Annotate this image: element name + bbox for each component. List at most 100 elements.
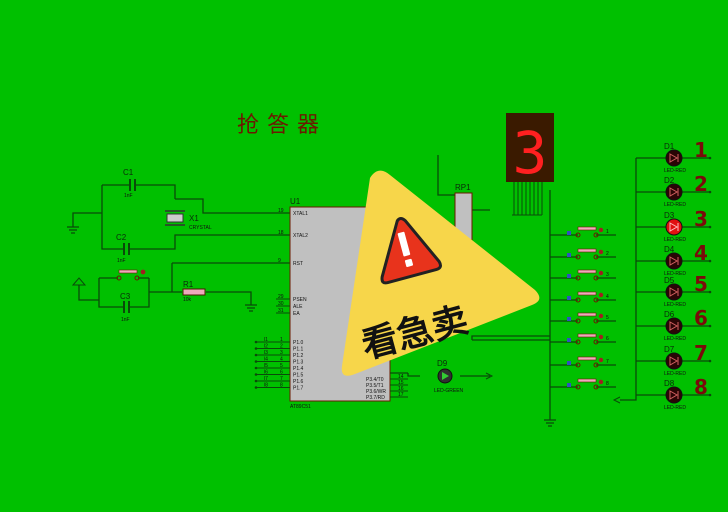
led-ref: D2 — [664, 176, 675, 185]
net-terminal — [254, 347, 258, 350]
net-label: l7 — [264, 376, 268, 382]
pin-number: 17 — [398, 392, 404, 398]
oscillator-circuit: C1 1nF C2 1nF X1 CRYSTAL — [67, 168, 290, 264]
led-ref: D6 — [664, 310, 675, 319]
led-off — [665, 352, 683, 370]
led-off — [665, 283, 683, 301]
pin-number: 18 — [278, 230, 284, 236]
led-value: LED-RED — [664, 302, 686, 308]
led-d9: D9 LED-GREEN — [434, 359, 464, 394]
led-number: 3 — [694, 207, 708, 231]
reset-circuit: C3 1nF R1 10k — [71, 262, 290, 323]
net-label: l3 — [264, 350, 268, 356]
switch-label: 5 — [606, 315, 609, 321]
switch-label: 2 — [606, 251, 609, 257]
seven-segment-display: 3 — [506, 113, 554, 216]
c3-value: 1nF — [121, 317, 130, 323]
led-ref: D7 — [664, 345, 675, 354]
pin-name: P1.4 — [293, 366, 304, 372]
pin-name: P1.5 — [293, 373, 304, 379]
pin-name: ALE — [293, 304, 303, 310]
pin-name: P1.6 — [293, 379, 304, 385]
led-number: 2 — [694, 172, 708, 196]
switch-label: 4 — [606, 294, 609, 300]
led-value: LED-RED — [664, 336, 686, 342]
c3-ref: C3 — [120, 292, 131, 301]
c2-ref: C2 — [116, 233, 127, 242]
push-button-1[interactable]: 1 — [550, 226, 616, 238]
led-number: 7 — [694, 341, 708, 365]
pin-name: PSEN — [293, 297, 307, 303]
led-value: LED-RED — [664, 202, 686, 208]
pin-number: 14 — [398, 374, 404, 380]
net-label: l2 — [264, 344, 268, 350]
led-ref: D4 — [664, 245, 675, 254]
net-terminal — [254, 373, 258, 376]
pin-name: P3.4/T0 — [366, 377, 384, 383]
r1-ref: R1 — [183, 280, 194, 289]
led-number: 8 — [694, 375, 708, 399]
pin-number: 4 — [280, 357, 283, 363]
pin-name: P3.5/T1 — [366, 383, 384, 389]
push-button-5[interactable]: 5 — [550, 312, 616, 324]
net-terminal — [254, 379, 258, 383]
pin-number: 19 — [278, 208, 284, 214]
pin-name: EA — [293, 311, 300, 317]
pin-number: 1 — [280, 337, 283, 343]
push-button-4[interactable]: 4 — [550, 291, 616, 303]
net-terminal — [254, 386, 258, 389]
r1-value: 10k — [183, 297, 192, 303]
push-button-6[interactable]: 6 — [550, 333, 616, 345]
x1-value: CRYSTAL — [189, 225, 212, 231]
push-button-7[interactable]: 7 — [550, 356, 616, 368]
pin-number: 15 — [398, 380, 404, 386]
led-ref: D8 — [664, 379, 675, 388]
pin-name: P3.7/RD — [366, 395, 385, 401]
pin-number: 2 — [280, 344, 283, 350]
pin-number: 31 — [278, 308, 284, 314]
pin-number: 5 — [280, 363, 283, 369]
mcu-part: AT89C51 — [290, 404, 311, 410]
pin-name: XTAL2 — [293, 233, 308, 239]
net-label: l6 — [264, 370, 268, 376]
switch-label: 7 — [606, 359, 609, 365]
switch-label: 6 — [606, 336, 609, 342]
display-digit: 3 — [513, 119, 548, 187]
pin-number: 9 — [278, 258, 281, 264]
pin-number: 8 — [280, 383, 283, 389]
pin-name: P1.3 — [293, 360, 304, 366]
push-button-8[interactable]: 8 — [550, 378, 616, 390]
led-number: 4 — [694, 241, 708, 265]
net-label: l5 — [264, 363, 268, 369]
led-off — [665, 183, 683, 201]
push-button-2[interactable]: 2 — [550, 248, 616, 260]
net-terminal — [254, 360, 258, 363]
c2-value: 1nF — [117, 258, 126, 264]
net-label: l1 — [264, 337, 268, 343]
led-number: 5 — [694, 272, 708, 296]
led-ref: D1 — [664, 142, 675, 151]
pin-number: 6 — [280, 370, 283, 376]
pin-number: 16 — [398, 386, 404, 392]
c1-ref: C1 — [123, 168, 134, 177]
push-button-3[interactable]: 3 — [550, 269, 616, 281]
warning-overlay[interactable]: 看急卖 — [341, 170, 540, 376]
switch-label: 8 — [606, 381, 609, 387]
led-value: LED-RED — [664, 405, 686, 411]
pin-name: P3.6/WR — [366, 389, 386, 395]
warning-icon — [380, 217, 442, 285]
led-off — [665, 252, 683, 270]
led-ref: D3 — [664, 211, 675, 220]
net-label: l8 — [264, 383, 268, 389]
pin-name: XTAL1 — [293, 211, 308, 217]
schematic-title: 抢答器 — [237, 113, 327, 138]
